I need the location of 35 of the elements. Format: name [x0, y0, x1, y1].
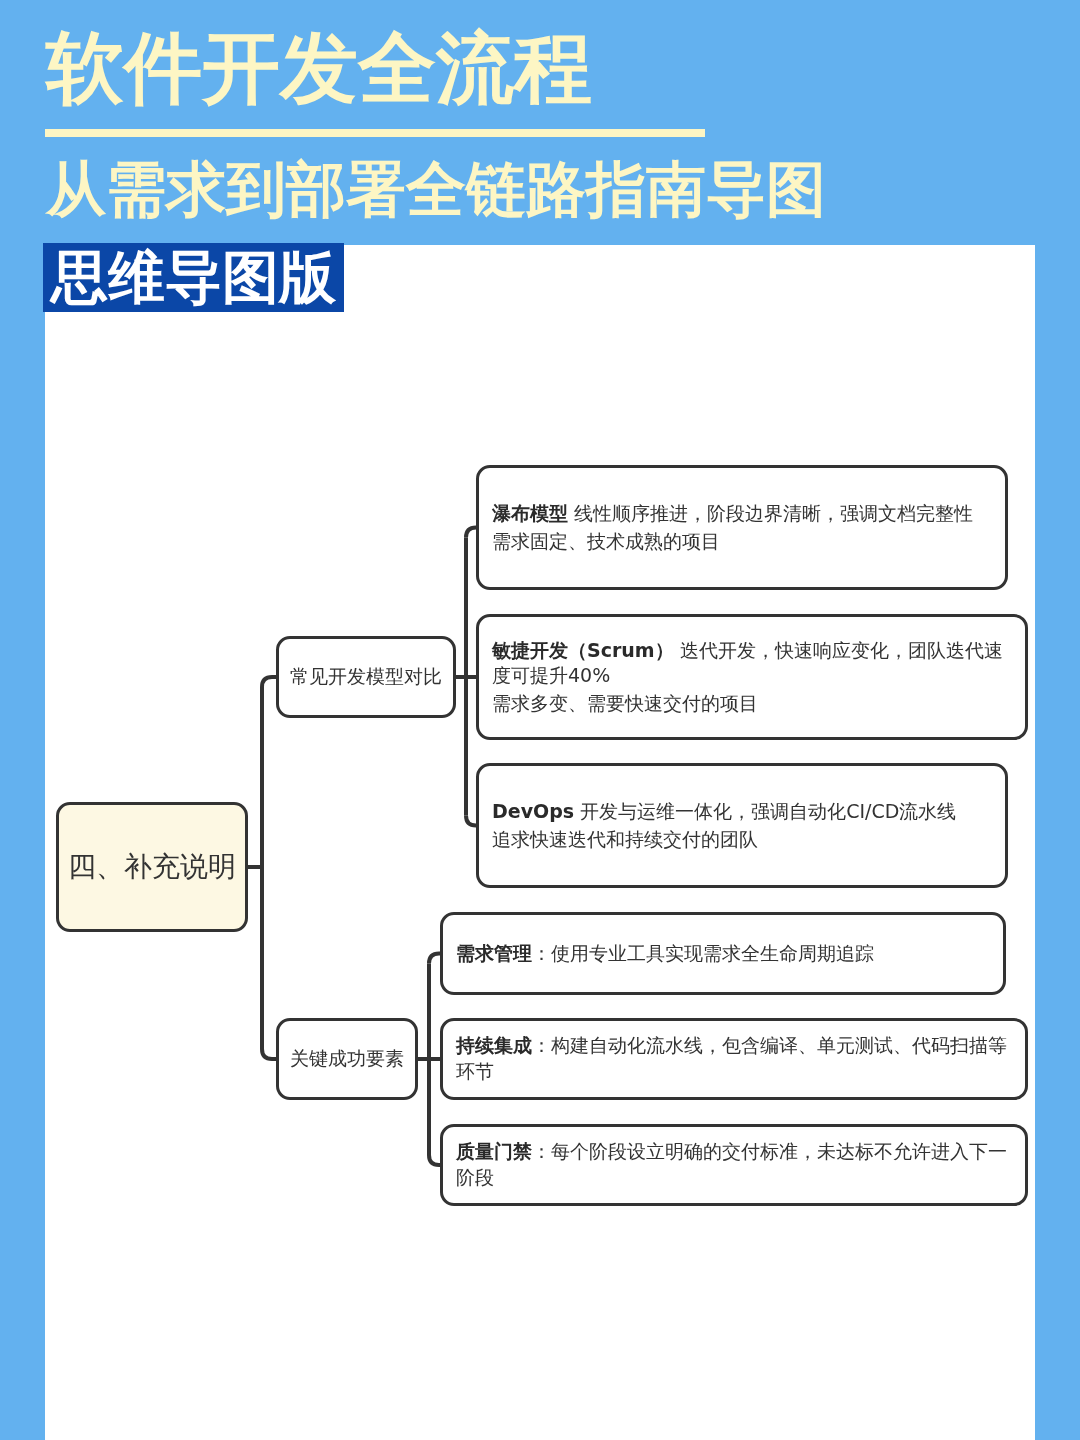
connector-line: [427, 1154, 441, 1167]
description-text: DevOps 开发与运维一体化，强调自动化CI/CD流水线: [492, 798, 957, 824]
subtitle: 从需求到部署全链路指南导图: [46, 156, 826, 222]
note-text: 追求快速迭代和持续交付的团队: [492, 826, 758, 852]
note-text: 需求多变、需要快速交付的项目: [492, 690, 758, 716]
description-text: 质量门禁：每个阶段设立明确的交付标准，未达标不允许进入下一阶段: [456, 1139, 1008, 1190]
connector-line: [260, 1048, 276, 1061]
description-text: 需求管理：使用专业工具实现需求全生命周期追踪: [456, 940, 874, 966]
connector-line: [454, 535, 468, 818]
connector-line: [427, 951, 441, 964]
connector-line: [468, 675, 476, 679]
branch-box: [276, 636, 456, 718]
note-text: 需求固定、技术成熟的项目: [492, 528, 720, 554]
detail-box: [440, 1124, 1028, 1206]
detail-box: [476, 465, 1008, 590]
title: 软件开发全流程: [46, 28, 592, 110]
connector-line: [416, 961, 431, 1157]
connector-line: [464, 525, 478, 538]
detail-box: [440, 1018, 1028, 1100]
branch-box: [276, 1018, 418, 1100]
detail-box: [476, 614, 1028, 740]
description-text: 敏捷开发（Scrum） 迭代开发，快速响应变化，团队迭代速度可提升40%: [492, 637, 1004, 689]
connector-line: [464, 815, 478, 828]
connector-line: [246, 685, 264, 1051]
connector-line: [260, 675, 276, 688]
tag-label: 思维导图版: [43, 243, 344, 312]
detail-box: [440, 912, 1006, 995]
topic-box: [56, 802, 248, 932]
branch-text: 常见开发模型对比: [290, 664, 442, 689]
topic-text: 四、补充说明: [68, 849, 236, 885]
connector-line: [431, 1057, 440, 1061]
description-text: 持续集成：构建自动化流水线，包含编译、单元测试、代码扫描等环节: [456, 1033, 1008, 1084]
description-text: 瀑布模型 线性顺序推进，阶段边界清晰，强调文档完整性: [492, 500, 974, 526]
branch-text: 关键成功要素: [290, 1046, 404, 1071]
detail-box: [476, 763, 1008, 888]
